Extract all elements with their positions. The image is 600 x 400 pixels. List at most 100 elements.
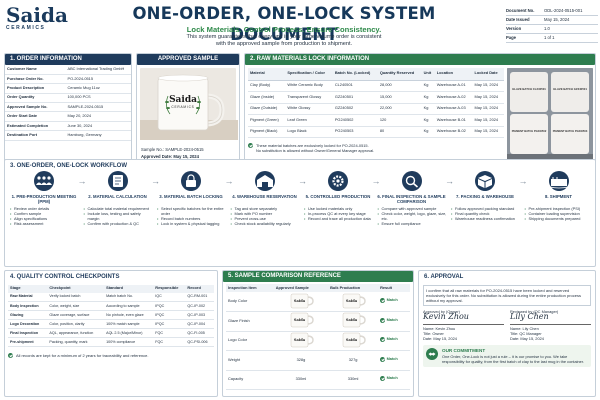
comparison-approved-cell: 328g [273, 350, 329, 371]
workflow-step-item: Check color, weight, logo, glaze, size, … [377, 211, 447, 221]
check-icon [380, 337, 386, 343]
qc-cell: QC-IP-003 [185, 310, 214, 320]
svg-text:Saida: Saida [294, 338, 306, 342]
shipment-ship-icon [548, 171, 569, 191]
materials-cell: Leaf Green [285, 114, 333, 127]
qc-cell: Verify locked batch [47, 292, 105, 302]
materials-cell: Kg [421, 126, 435, 138]
meta-label: Document No. [506, 8, 535, 14]
document-intro: This system guarantees that every unit i… [84, 34, 484, 48]
workflow-step-list: Review order detailsConfirm sampleAlign … [9, 206, 79, 226]
qc-cell: Match batch No. [104, 292, 154, 302]
signer-date: Date: May 15, 2024 [423, 336, 457, 342]
materials-cell: Warehouse A-03 [434, 103, 473, 115]
order-field-label: Approved Sample No. [5, 102, 66, 113]
match-badge: Match [380, 317, 398, 323]
comparison-column-header: Inspection Item [226, 284, 274, 292]
qc-cell: No pinhole, even glaze [104, 310, 154, 320]
comparison-result-cell: Match [378, 311, 410, 332]
workflow-step-title: 7. PACKING & WAREHOUSE [456, 194, 514, 199]
order-field-value: SAMPLE-2024-0515 [65, 102, 131, 113]
workflow-step-item: Pre-shipment inspection (PSI) [524, 206, 594, 211]
qc-cell: IPQC [153, 301, 186, 311]
brand-name: Saida [6, 3, 68, 27]
materials-column-header: Specification / Color [285, 68, 333, 81]
workflow-step-list: Follow approved packing standardFinal qu… [450, 206, 520, 221]
workflow-step-item: Align specifications [9, 216, 79, 221]
workflow-step: 7. PACKING & WAREHOUSE Follow approved pa… [450, 171, 520, 221]
comparison-value: 327g [348, 356, 358, 362]
arrow-right-icon: → [151, 176, 160, 186]
comparison-result-cell: Match [378, 350, 410, 371]
comparison-item: Glaze Finish [226, 311, 274, 332]
comparison-column-header: Bulk Production [328, 284, 379, 292]
qc-cell: IPQC [153, 310, 186, 320]
workflow-step-item: Final quantity check [450, 211, 520, 216]
qc-cell: Logo Decoration [8, 319, 48, 329]
intro-line: This system guarantees that every unit i… [186, 34, 382, 40]
materials-cell: Warehouse B-01 [434, 114, 473, 127]
arrow-right-icon: → [224, 176, 234, 186]
sample-details: Sample No.: SAMPLE-2024-0515 Approved Da… [137, 143, 239, 163]
workflow-step-item: Follow approved packing standard [450, 206, 520, 211]
materials-column-header: Batch No. (Locked) [332, 68, 378, 81]
approval-section: 6. APPROVAL I confirm that all raw mater… [418, 270, 596, 397]
workflow-step-title: 4. WAREHOUSE RESERVATION [232, 194, 297, 199]
workflow-step-list: Use locked materials onlyIn-process QC a… [303, 206, 373, 221]
calculation-icon [107, 171, 128, 191]
workflow-step-title: 3. MATERIAL BATCH LOCKING [159, 194, 223, 199]
match-label: Match [386, 297, 398, 303]
signer-name: Name: Kevin Zhou [423, 326, 456, 332]
workflow-step-item: Use locked materials only [303, 206, 373, 211]
comparison-value: 330ml [347, 376, 359, 382]
warehouse-photo: GLAZE BATCH CL240501 GLAZE BATCH GZ24050… [507, 68, 593, 162]
qc-cell: QC-IP-004 [185, 319, 214, 329]
workflow-step-item: Container loading supervision [524, 211, 594, 216]
section-title: 2. RAW MATERIALS LOCK INFORMATION [245, 54, 595, 65]
arrow-right-icon: → [518, 176, 528, 186]
qc-cell: Body Inspection [8, 301, 48, 311]
packing-box-icon [475, 171, 495, 191]
qc-signature-block: Reviewed by (QC Manager) Lily Chen Name:… [510, 309, 591, 341]
order-field-label: Customer Name [5, 65, 66, 75]
qc-cell: QC-IP-002 [185, 301, 214, 311]
workflow-step-title: 2. MATERIAL CALCULATION [88, 194, 147, 199]
workflow-step-item: Lock in system & physical tagging [156, 221, 226, 226]
svg-text:Saida: Saida [346, 299, 358, 303]
lock-icon [181, 171, 201, 191]
materials-cell: Transparent Glossy [285, 91, 333, 104]
signer-title: Title: Owner [423, 331, 444, 337]
workflow-step: 6. FINAL INSPECTION & SAMPLE COMPARISONC… [377, 171, 447, 226]
comparison-bulk-cell: 327g [328, 350, 379, 371]
comparison-value: 330ml [295, 376, 307, 382]
ppm-icon [34, 171, 54, 191]
workflow-step: 5. CONTROLLED PRODUCTION Use locked mater… [303, 171, 373, 221]
materials-cell: 28,000 [377, 80, 422, 92]
section-title: APPROVED SAMPLE [137, 54, 239, 65]
materials-cell: CL240501 [332, 80, 378, 92]
workflow-step-item: Check stock availability regularly [230, 221, 300, 226]
comparison-bulk-cell: Saida [328, 331, 379, 351]
note-line: No substitution is allowed without Owner… [256, 148, 375, 153]
order-field-label: Product Description [5, 83, 66, 94]
workflow-step-title: 1. PRE-PRODUCTION MEETING (PPM) [11, 194, 77, 204]
meta-value: 1 of 1 [544, 35, 555, 41]
commitment-title: OUR COMMITMENT [442, 348, 486, 354]
match-badge: Match [380, 356, 398, 362]
order-field-value: PO-2024-0515 [65, 74, 131, 85]
qc-column-header: Stage [8, 284, 48, 293]
workflow-step-list: Select specific batches for the entire o… [156, 206, 226, 226]
mug-thumbnail-icon: Saida [286, 332, 316, 349]
approved-sample-section: APPROVED SAMPLE Saida CERAMICS Sample No… [136, 53, 240, 165]
materials-cell: Kg [421, 80, 435, 92]
materials-cell: 15,000 [377, 91, 422, 104]
order-field-value: Hamburg, Germany [65, 130, 131, 141]
qc-cell: IQC [153, 292, 186, 302]
workflow-step-item: Confirm with production & QC [83, 221, 153, 226]
workflow-step-title: 5. CONTROLLED PRODUCTION [305, 194, 371, 199]
